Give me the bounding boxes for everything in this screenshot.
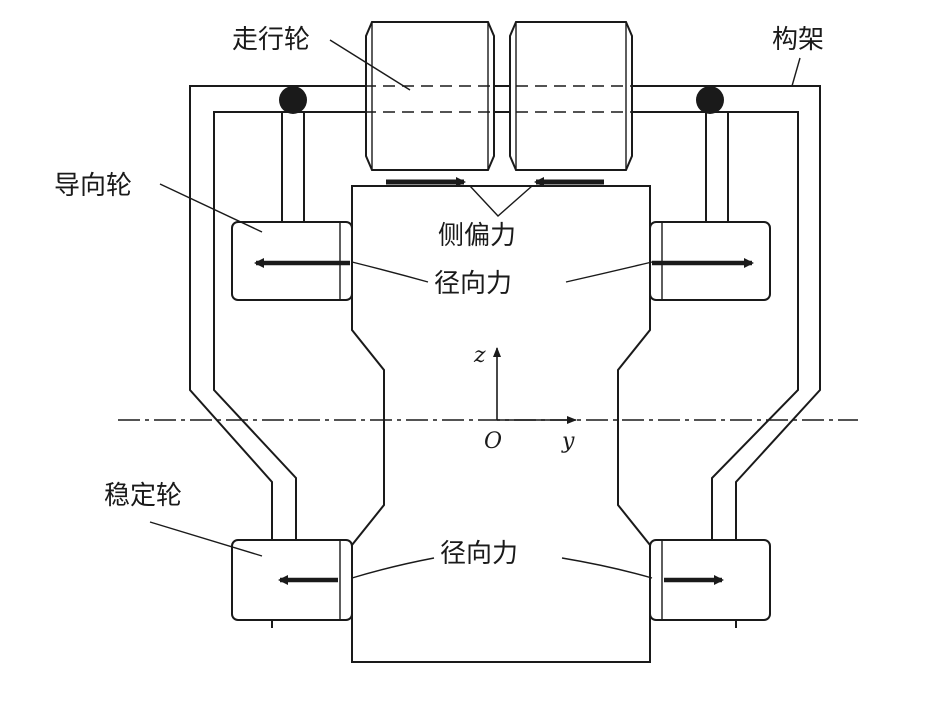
leader-radial-top-right xyxy=(565,261,653,283)
leader-running-wheel xyxy=(329,39,411,91)
axis-label-z: z xyxy=(473,343,486,368)
left-pivot-joint xyxy=(279,86,307,114)
label-stabilizing-wheel: 稳定轮 xyxy=(104,481,182,511)
label-guide-wheel: 导向轮 xyxy=(54,171,132,201)
rail-body xyxy=(351,185,651,663)
leader-guide-wheel xyxy=(159,183,263,233)
right-pivot-joint xyxy=(696,86,724,114)
leader-radial-top-left xyxy=(351,261,429,283)
leader-lateral-force xyxy=(469,185,533,217)
leader-stabilizing-wheel xyxy=(149,521,263,557)
label-radial-force-bottom: 径向力 xyxy=(440,539,518,569)
left-guide-support xyxy=(281,111,305,223)
label-lateral-force: 侧偏力 xyxy=(438,221,516,251)
right-running-wheel xyxy=(509,21,633,171)
frame-inner-outline xyxy=(213,111,799,560)
leader-radial-bottom-right xyxy=(561,557,653,579)
label-frame: 构架 xyxy=(772,25,824,55)
axis-label-y: y xyxy=(561,429,575,454)
right-guide-support xyxy=(705,111,729,223)
axis-label-origin: O xyxy=(484,429,502,454)
label-running-wheel: 走行轮 xyxy=(232,25,310,55)
leader-frame xyxy=(791,57,801,87)
left-running-wheel xyxy=(365,21,495,171)
leader-radial-bottom-left xyxy=(351,557,435,579)
label-radial-force-top: 径向力 xyxy=(434,269,512,299)
